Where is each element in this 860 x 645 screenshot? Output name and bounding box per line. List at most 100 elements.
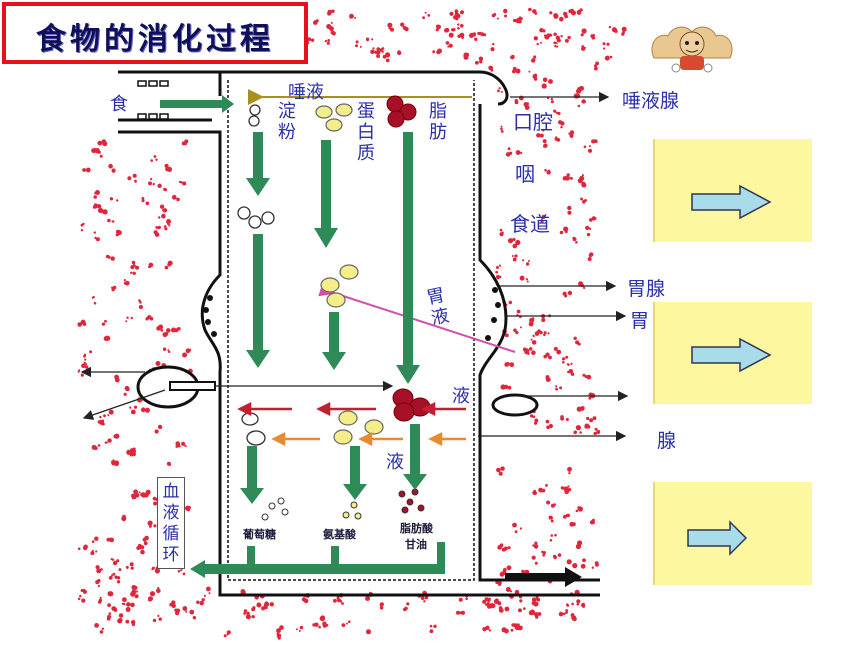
digestion-flow-arrows: [190, 132, 445, 578]
red-dot-cluster: [482, 625, 491, 632]
red-dot-cluster: [490, 42, 495, 52]
red-dot-cluster: [77, 319, 87, 327]
red-dot-cluster: [478, 31, 487, 37]
red-dot-cluster: [533, 36, 542, 46]
red-dot-cluster: [196, 598, 205, 606]
red-dot-cluster: [164, 163, 173, 172]
red-dot-cluster: [584, 423, 591, 429]
page-title: 食物的消化过程: [36, 22, 274, 57]
red-dot-cluster: [251, 602, 262, 612]
red-dot-cluster: [152, 614, 162, 623]
red-dot-cluster: [158, 225, 168, 231]
red-dot-cluster: [148, 262, 154, 269]
red-dot-cluster: [91, 536, 99, 543]
red-dot-cluster: [569, 521, 576, 527]
red-dot-cluster: [548, 515, 554, 523]
red-dot-cluster: [457, 32, 465, 39]
red-dot-cluster: [561, 355, 569, 364]
red-dot-cluster: [463, 52, 470, 60]
red-dot-cluster: [154, 424, 163, 434]
red-dot-cluster: [95, 579, 101, 588]
red-dot-cluster: [512, 522, 523, 534]
red-dot-cluster: [507, 237, 516, 244]
red-dot-cluster: [486, 603, 496, 609]
red-dot-cluster: [366, 629, 371, 635]
red-dot-cluster: [374, 50, 381, 58]
red-dot-cluster: [526, 347, 536, 356]
red-dot-cluster: [540, 214, 546, 224]
red-dot-cluster: [90, 549, 98, 556]
red-dot-cluster: [604, 55, 613, 61]
red-dot-cluster: [107, 591, 114, 597]
red-dot-cluster: [512, 66, 521, 74]
salivary-gland-label: 唾液腺: [622, 90, 680, 112]
red-dot-cluster: [536, 129, 545, 138]
red-dot-cluster: [349, 13, 357, 19]
red-dot-cluster: [581, 45, 586, 51]
stomach-label: 胃: [630, 310, 650, 332]
red-dot-cluster: [130, 260, 136, 270]
red-dot-cluster: [496, 274, 502, 280]
red-dot-cluster: [97, 139, 108, 147]
red-dot-cluster: [95, 565, 103, 574]
red-dot-cluster: [577, 99, 587, 108]
saliva-label: 唾液: [288, 82, 324, 103]
red-dot-cluster: [276, 625, 284, 634]
mouth-label: 口腔: [513, 110, 553, 134]
red-dot-cluster: [583, 145, 593, 153]
red-dot-cluster: [113, 433, 120, 439]
panel-2-arrow-icon: [691, 337, 772, 373]
red-dot-cluster: [568, 130, 575, 138]
red-dot-cluster: [365, 37, 374, 42]
red-dot-cluster: [504, 362, 515, 368]
protein-particles: [315, 103, 384, 445]
red-dot-cluster: [555, 385, 563, 391]
title-box: 食物的消化过程: [2, 2, 308, 64]
red-dot-cluster: [513, 326, 522, 335]
red-dot-cluster: [454, 10, 465, 18]
red-dot-cluster: [121, 514, 127, 522]
red-dot-cluster: [544, 33, 553, 40]
red-dot-cluster: [125, 602, 135, 612]
red-dot-cluster: [591, 561, 599, 569]
red-dot-cluster: [549, 533, 557, 542]
red-dot-cluster: [545, 419, 554, 430]
red-dot-cluster: [162, 347, 171, 354]
stomach-wall: [203, 287, 501, 341]
red-dot-cluster: [608, 25, 618, 33]
red-dot-cluster: [175, 441, 181, 448]
red-dot-cluster: [572, 236, 578, 244]
red-dot-cluster: [564, 485, 572, 495]
red-dot-cluster: [445, 41, 453, 48]
red-dot-cluster: [575, 506, 584, 513]
red-dot-cluster: [544, 168, 551, 175]
red-dot-cluster: [99, 419, 105, 426]
blood-circulation-label: 血液循环: [162, 482, 180, 565]
glycerol-label: 甘油: [405, 538, 427, 551]
red-dot-cluster: [94, 148, 103, 158]
red-dot-cluster: [532, 489, 538, 495]
red-dot-cluster: [370, 47, 381, 55]
red-dot-cluster: [495, 264, 502, 274]
red-dot-cluster: [554, 42, 559, 48]
red-dot-cluster: [573, 336, 581, 346]
starch-particles: [237, 104, 275, 446]
exit-arrow: [505, 567, 582, 587]
red-dot-cluster: [495, 581, 502, 586]
red-dot-cluster: [91, 295, 97, 305]
red-dot-cluster: [580, 558, 586, 569]
red-dot-cluster: [580, 28, 587, 37]
red-dot-cluster: [564, 35, 571, 43]
red-dot-cluster: [313, 19, 319, 25]
red-dot-cluster: [80, 222, 85, 232]
red-dot-cluster: [125, 562, 134, 570]
red-dot-cluster: [181, 139, 189, 146]
red-dot-cluster: [324, 39, 331, 45]
red-dot-cluster: [117, 613, 124, 624]
red-dot-cluster: [312, 622, 321, 629]
red-dot-cluster: [542, 139, 548, 148]
red-dot-cluster: [83, 358, 88, 366]
red-dot-cluster: [522, 347, 530, 355]
red-dot-cluster: [182, 606, 188, 613]
